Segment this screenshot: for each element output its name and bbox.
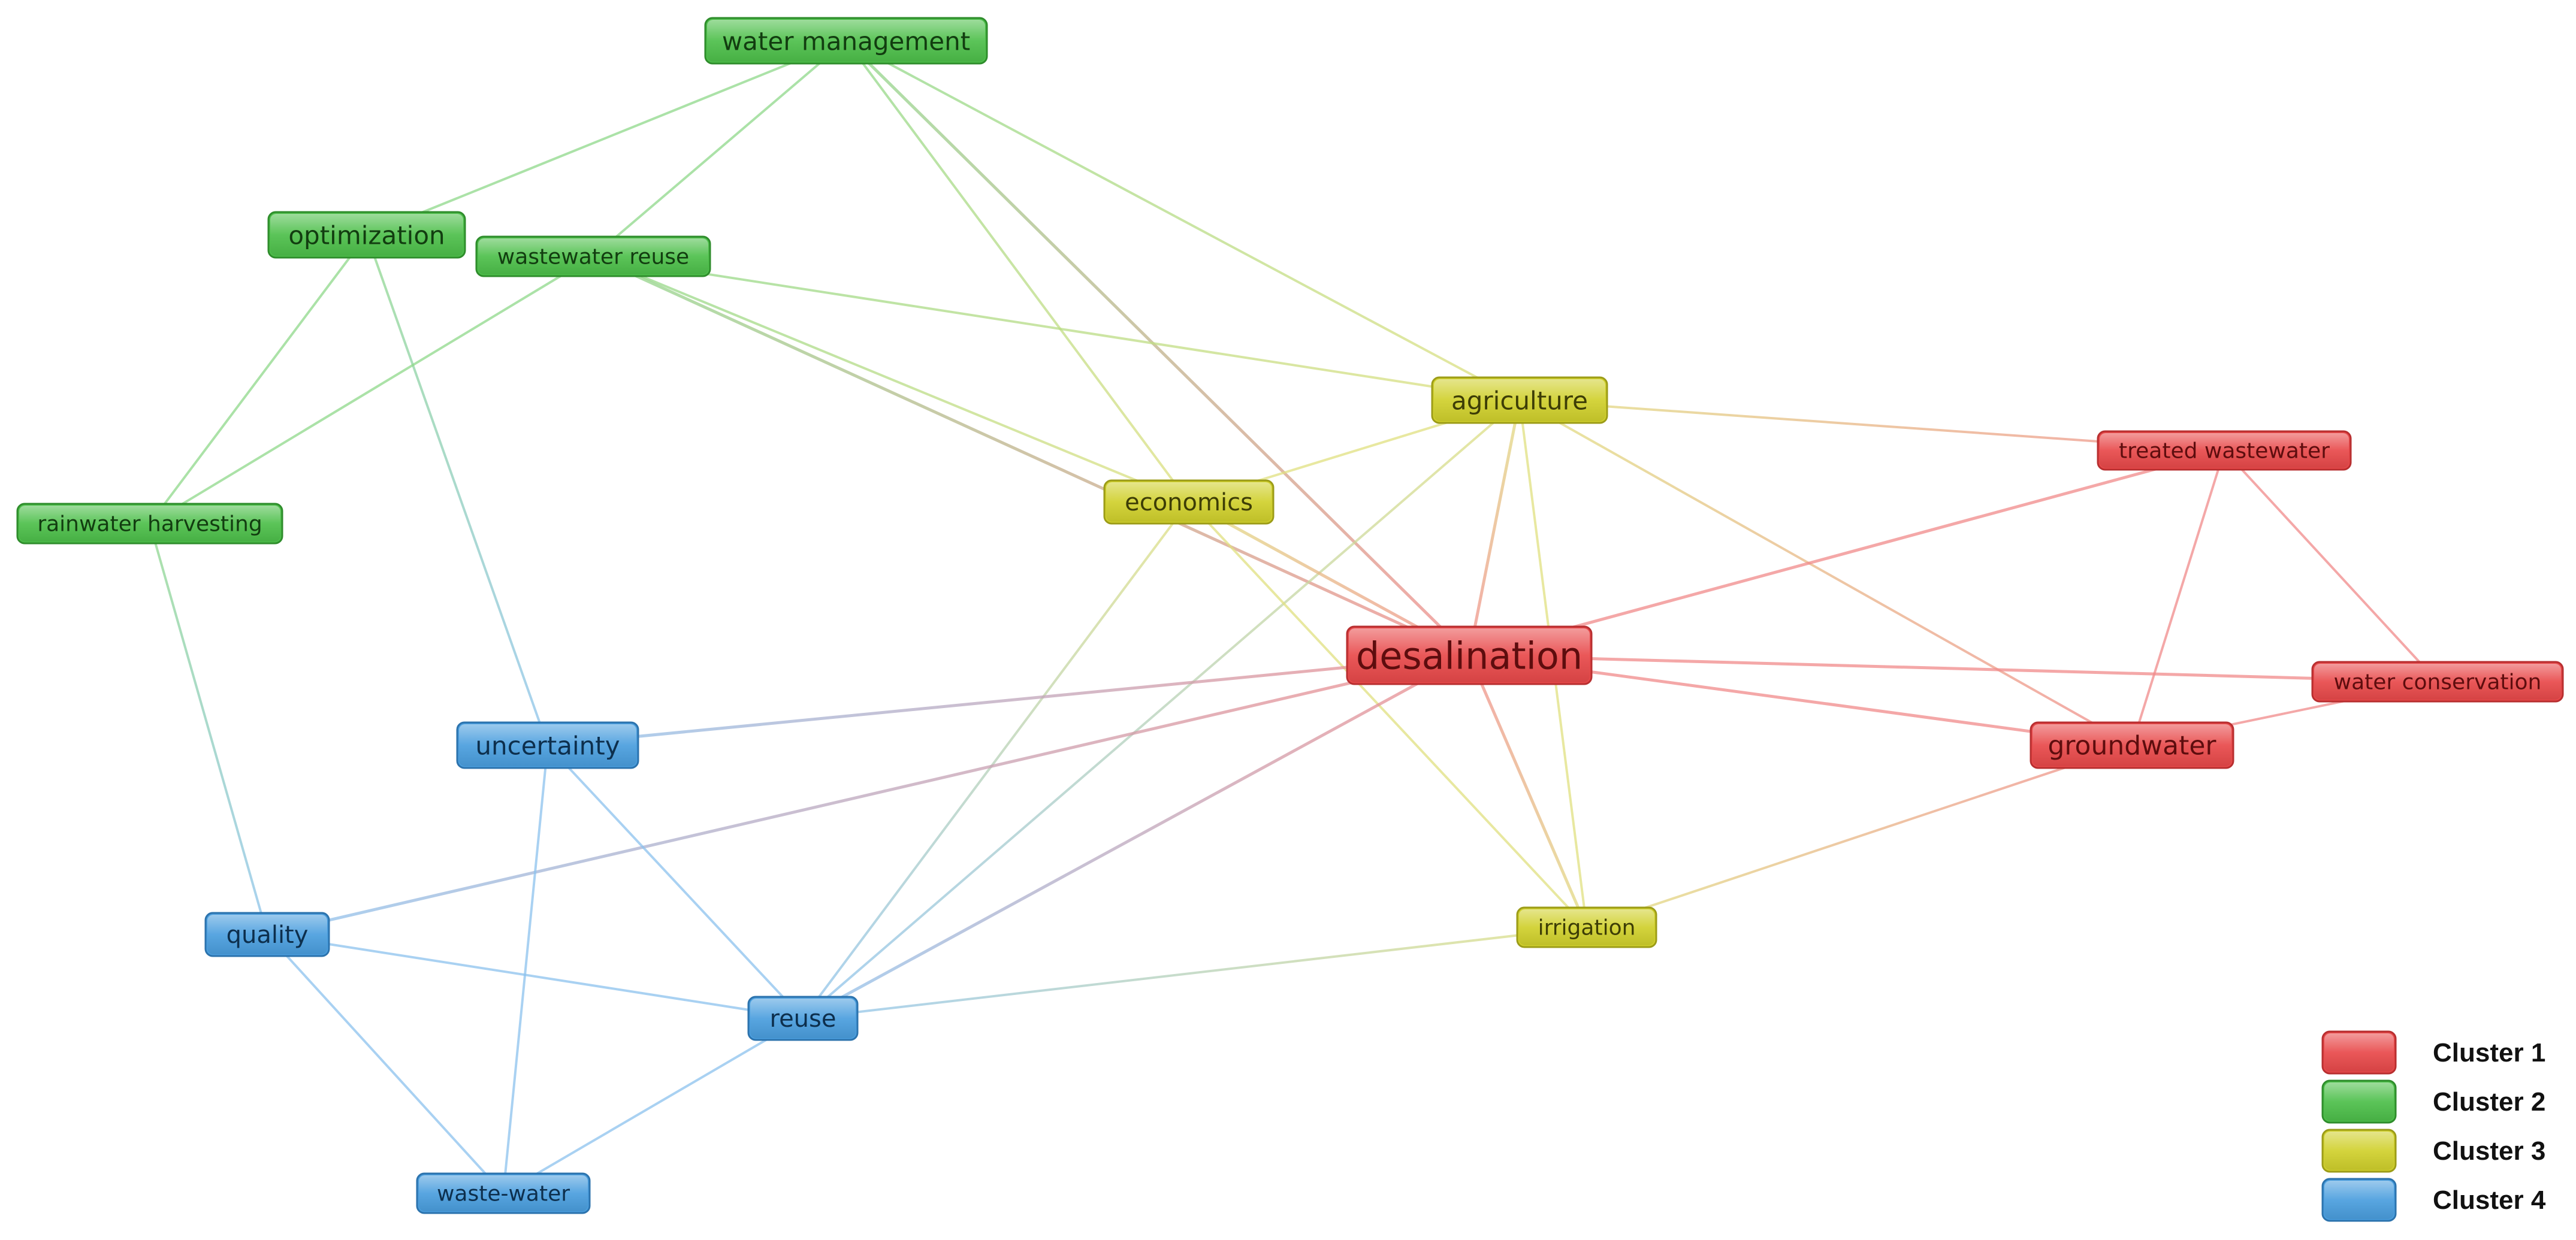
node-gloss — [1434, 379, 1605, 421]
legend-label: Cluster 4 — [2433, 1185, 2546, 1215]
node-desalination[interactable]: desalination — [1346, 625, 1593, 685]
node-gloss — [419, 1175, 588, 1211]
legend-item-cluster-4: Cluster 4 — [2321, 1178, 2546, 1222]
link-agriculture-groundwater — [1518, 399, 2133, 746]
legend-swatch-gloss — [2324, 1181, 2394, 1219]
legend-swatch-gloss — [2324, 1132, 2394, 1170]
link-wastewater_reuse-agriculture — [592, 255, 1521, 401]
link-uncertainty-waste_water — [502, 744, 549, 1194]
node-label: reuse — [770, 1005, 836, 1033]
link-groundwater-irrigation — [1586, 744, 2133, 929]
link-economics-irrigation — [1188, 501, 1588, 929]
node-gloss — [2033, 724, 2231, 766]
legend-item-cluster-2: Cluster 2 — [2321, 1079, 2545, 1124]
node-agriculture[interactable]: agriculture — [1431, 376, 1608, 424]
node-gloss — [459, 724, 636, 766]
link-wastewater_reuse-rainwater_harvesting — [149, 255, 594, 525]
node-uncertainty[interactable]: uncertainty — [456, 721, 639, 769]
node-economics[interactable]: economics — [1103, 479, 1275, 525]
node-waste-water[interactable]: waste-water — [416, 1172, 591, 1214]
link-quality-reuse — [266, 933, 804, 1020]
node-gloss — [2314, 664, 2561, 700]
link-water_management-agriculture — [845, 40, 1521, 401]
node-label: optimization — [288, 221, 445, 250]
node-gloss — [1519, 909, 1654, 945]
node-label: treated wastewater — [2119, 439, 2330, 464]
node-label: water management — [722, 27, 970, 56]
link-optimization-uncertainty — [366, 234, 549, 746]
link-reuse-waste_water — [502, 1017, 804, 1194]
node-water-conservation[interactable]: water conservation — [2311, 661, 2564, 703]
node-gloss — [1106, 482, 1272, 522]
legend-item-cluster-1: Cluster 1 — [2321, 1030, 2545, 1075]
legend: Cluster 1 Cluster 2 Cluster 3 Cluster 4 — [2321, 1030, 2546, 1222]
node-label: groundwater — [2047, 731, 2216, 761]
node-reuse[interactable]: reuse — [747, 996, 859, 1041]
node-label: rainwater harvesting — [37, 512, 262, 537]
link-agriculture-reuse — [802, 399, 1521, 1020]
node-irrigation[interactable]: irrigation — [1516, 906, 1657, 948]
node-gloss — [207, 915, 327, 954]
legend-label: Cluster 3 — [2433, 1136, 2545, 1166]
link-agriculture-desalination — [1467, 398, 1521, 657]
node-label: waste-water — [437, 1182, 570, 1206]
link-irrigation-reuse — [802, 926, 1588, 1020]
link-treated_wastewater-water_conservation — [2223, 449, 2439, 683]
link-water_management-desalination — [844, 39, 1471, 657]
links-layer — [149, 39, 2439, 1194]
legend-label: Cluster 2 — [2433, 1087, 2545, 1117]
node-water-management[interactable]: water management — [704, 17, 988, 65]
link-desalination-reuse — [801, 654, 1471, 1020]
node-optimization[interactable]: optimization — [267, 211, 466, 259]
link-treated_wastewater-groundwater — [2131, 449, 2225, 746]
link-desalination-treated_wastewater — [1467, 449, 2226, 657]
node-gloss — [750, 999, 856, 1038]
node-label: wastewater reuse — [497, 245, 689, 270]
link-desalination-irrigation — [1467, 654, 1589, 929]
node-gloss — [2100, 433, 2349, 468]
legend-swatch-gloss — [2324, 1033, 2394, 1072]
node-gloss — [19, 506, 280, 542]
node-label: economics — [1125, 489, 1253, 516]
link-rainwater_harvesting-quality — [149, 522, 268, 936]
link-uncertainty-reuse — [546, 744, 804, 1020]
node-gloss — [707, 20, 985, 62]
link-desalination-water_conservation — [1467, 654, 2439, 683]
node-quality[interactable]: quality — [204, 912, 330, 957]
link-water_management-economics — [845, 40, 1190, 503]
link-quality-waste_water — [266, 933, 505, 1194]
node-gloss — [1349, 628, 1590, 682]
node-label: desalination — [1356, 634, 1583, 678]
node-label: water conservation — [2334, 670, 2542, 695]
link-optimization-rainwater_harvesting — [149, 234, 368, 525]
node-label: irrigation — [1538, 916, 1636, 940]
node-label: uncertainty — [475, 731, 620, 761]
node-treated-wastewater[interactable]: treated wastewater — [2097, 430, 2352, 471]
link-wastewater_reuse-economics — [592, 255, 1190, 503]
node-label: agriculture — [1451, 386, 1588, 416]
node-gloss — [270, 214, 463, 256]
link-economics-reuse — [802, 501, 1190, 1020]
legend-swatch-gloss — [2324, 1082, 2394, 1121]
link-water_management-optimization — [366, 40, 847, 236]
node-rainwater-harvesting[interactable]: rainwater harvesting — [16, 503, 283, 545]
nodes-layer: water management optimization wastewater r… — [16, 17, 2564, 1214]
legend-item-cluster-3: Cluster 3 — [2321, 1129, 2545, 1173]
node-groundwater[interactable]: groundwater — [2030, 721, 2234, 769]
legend-label: Cluster 1 — [2433, 1038, 2545, 1067]
node-wastewater-reuse[interactable]: wastewater reuse — [475, 235, 711, 277]
link-desalination-quality — [265, 654, 1471, 936]
node-gloss — [478, 238, 708, 274]
node-label: quality — [227, 921, 309, 949]
link-desalination-uncertainty — [546, 654, 1471, 747]
link-water_management-wastewater_reuse — [592, 40, 847, 258]
link-wastewater_reuse-desalination — [591, 255, 1471, 657]
